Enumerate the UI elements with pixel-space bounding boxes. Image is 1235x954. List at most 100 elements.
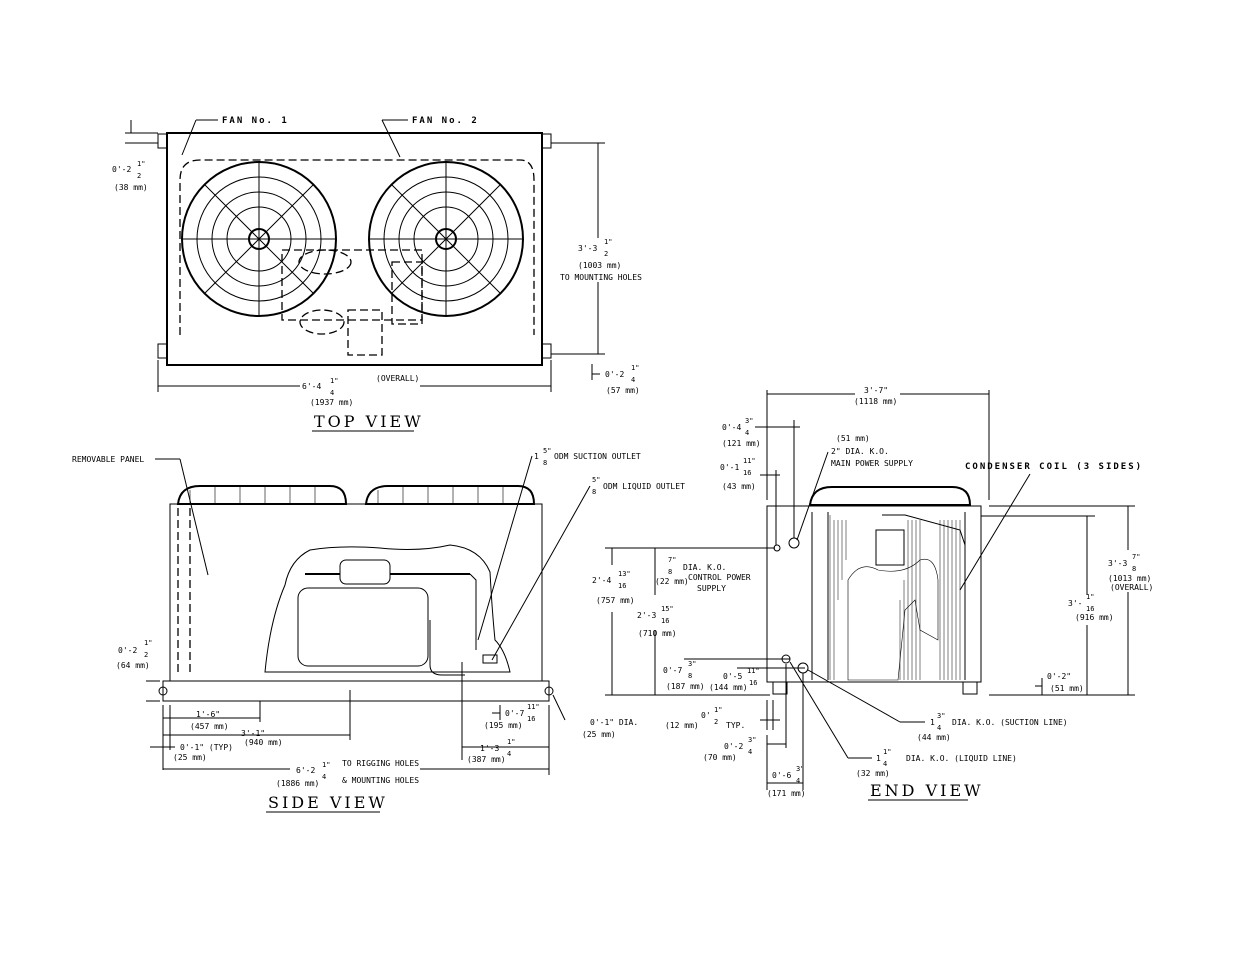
fan1-label: FAN No. 1: [222, 116, 289, 126]
svg-text:4: 4: [507, 750, 511, 758]
liquid-ko-label: DIA. K.O. (LIQUID LINE): [906, 754, 1017, 763]
suction-ko-label: DIA. K.O. (SUCTION LINE): [952, 718, 1068, 727]
end-d02: 0'-2: [724, 742, 743, 751]
svg-text:1": 1": [631, 364, 639, 372]
top-left-dim: 0'-2: [112, 165, 131, 174]
svg-text:4: 4: [883, 760, 887, 768]
suction-outlet-label: ODM SUCTION OUTLET: [554, 452, 641, 461]
top-view-title: TOP VIEW: [314, 412, 424, 431]
svg-text:11": 11": [747, 667, 760, 675]
svg-text:4: 4: [631, 376, 635, 384]
svg-text:1": 1": [322, 761, 330, 769]
end-d24: 2'-4: [592, 576, 611, 585]
svg-text:1": 1": [137, 160, 145, 168]
compressor-cutaway: [264, 544, 511, 673]
svg-text:2: 2: [137, 172, 141, 180]
svg-text:8: 8: [592, 488, 596, 496]
svg-text:11": 11": [743, 457, 756, 465]
svg-text:2: 2: [714, 718, 718, 726]
top-bottom-note: (OVERALL): [376, 374, 419, 383]
end-d05: 0'-5: [723, 672, 742, 681]
top-right-dim: 3'-3: [578, 244, 597, 253]
svg-text:7": 7": [1132, 553, 1140, 561]
typ-mm: (12 mm): [665, 721, 699, 730]
end-d30: 3'-: [1068, 599, 1082, 608]
svg-text:3": 3": [937, 712, 945, 720]
ctrl-mm: (22 mm): [655, 577, 689, 586]
svg-text:16: 16: [618, 582, 626, 590]
svg-text:2: 2: [604, 250, 608, 258]
svg-text:3": 3": [748, 736, 756, 744]
side-d6-mm: (387 mm): [467, 755, 506, 764]
svg-text:13": 13": [618, 570, 631, 578]
svg-text:1": 1": [1086, 593, 1094, 601]
side-view-title: SIDE VIEW: [268, 793, 388, 812]
end-d23: 2'-3: [637, 611, 656, 620]
side-d3: 0'-1" (TYP): [180, 743, 233, 752]
top-right-mm: (1003 mm): [578, 261, 621, 270]
svg-text:3": 3": [688, 660, 696, 668]
removable-panel-label: REMOVABLE PANEL: [72, 455, 144, 464]
typ-label: TYP.: [726, 721, 745, 730]
top-unit-outline: [166, 132, 543, 366]
side-dia-mm: (25 mm): [582, 730, 616, 739]
svg-text:5": 5": [592, 476, 600, 484]
top-view: FAN No. 1 FAN No. 2 0'-2 1" 2 (38 mm) 3'…: [112, 116, 642, 432]
svg-text:4: 4: [796, 777, 800, 785]
suction-whole: 1: [534, 452, 539, 461]
end-d33-mm: (1013 mm): [1108, 574, 1151, 583]
svg-text:1": 1": [330, 377, 338, 385]
svg-text:4: 4: [748, 748, 752, 756]
svg-text:4: 4: [322, 773, 326, 781]
svg-text:1": 1": [144, 639, 152, 647]
mounting-holes-label: & MOUNTING HOLES: [342, 776, 419, 785]
ctrl-power: CONTROL POWER: [688, 573, 751, 582]
end-view: 3'-7" (1118 mm) 0'-4 3" 4 (121 mm) 0'-1 …: [592, 386, 1153, 801]
side-view: REMOVABLE PANEL 1 5" 8 ODM SUCTION OUTLE…: [72, 447, 685, 813]
svg-text:16: 16: [749, 679, 757, 687]
side-dia: 0'-1" DIA.: [590, 718, 638, 727]
end-d04-mm: (121 mm): [722, 439, 761, 448]
svg-text:8: 8: [543, 459, 547, 467]
side-left-mm: (64 mm): [116, 661, 150, 670]
top-right-note: TO MOUNTING HOLES: [560, 273, 642, 282]
coil-outline: [179, 159, 535, 335]
condenser-coil: [811, 512, 966, 681]
top-bottom-mm: (1937 mm): [310, 398, 353, 407]
svg-text:4: 4: [937, 724, 941, 732]
end-d06: 0'-6: [772, 771, 791, 780]
side-cabinet: [169, 503, 543, 682]
end-view-title: END VIEW: [870, 781, 984, 800]
svg-text:15": 15": [661, 605, 674, 613]
svg-text:8: 8: [688, 672, 692, 680]
end-d01: 0'-1: [720, 463, 739, 472]
typ-dim: 0': [701, 711, 711, 720]
end-d24-mm: (757 mm): [596, 596, 635, 605]
main-supply: MAIN POWER SUPPLY: [831, 459, 913, 468]
end-d04: 0'-4: [722, 423, 741, 432]
side-d3-mm: (25 mm): [173, 753, 207, 762]
mount-tab: [541, 133, 552, 149]
side-d1-mm: (457 mm): [190, 722, 229, 731]
coil-label: CONDENSER COIL (3 SIDES): [965, 462, 1143, 472]
svg-text:16: 16: [527, 715, 535, 723]
svg-text:3": 3": [745, 417, 753, 425]
svg-text:1": 1": [604, 238, 612, 246]
rigging-holes-label: TO RIGGING HOLES: [342, 759, 419, 768]
end-d01-mm: (43 mm): [722, 482, 756, 491]
svg-text:3": 3": [796, 765, 804, 773]
end-d30-mm: (916 mm): [1075, 613, 1114, 622]
side-d5: 0'-7: [505, 709, 524, 718]
svg-text:1": 1": [507, 738, 515, 746]
base-rail: [162, 680, 550, 702]
end-d05-mm: (144 mm): [709, 683, 748, 692]
end-top-dim: 3'-7": [864, 386, 888, 395]
side-d2-mm: (940 mm): [244, 738, 283, 747]
suction-mm: (44 mm): [917, 733, 951, 742]
svg-text:2: 2: [144, 651, 148, 659]
side-d6: 1'-3: [480, 744, 499, 753]
fan-guard: [364, 485, 536, 505]
svg-text:1": 1": [883, 748, 891, 756]
liquid-whole: 1: [876, 754, 881, 763]
